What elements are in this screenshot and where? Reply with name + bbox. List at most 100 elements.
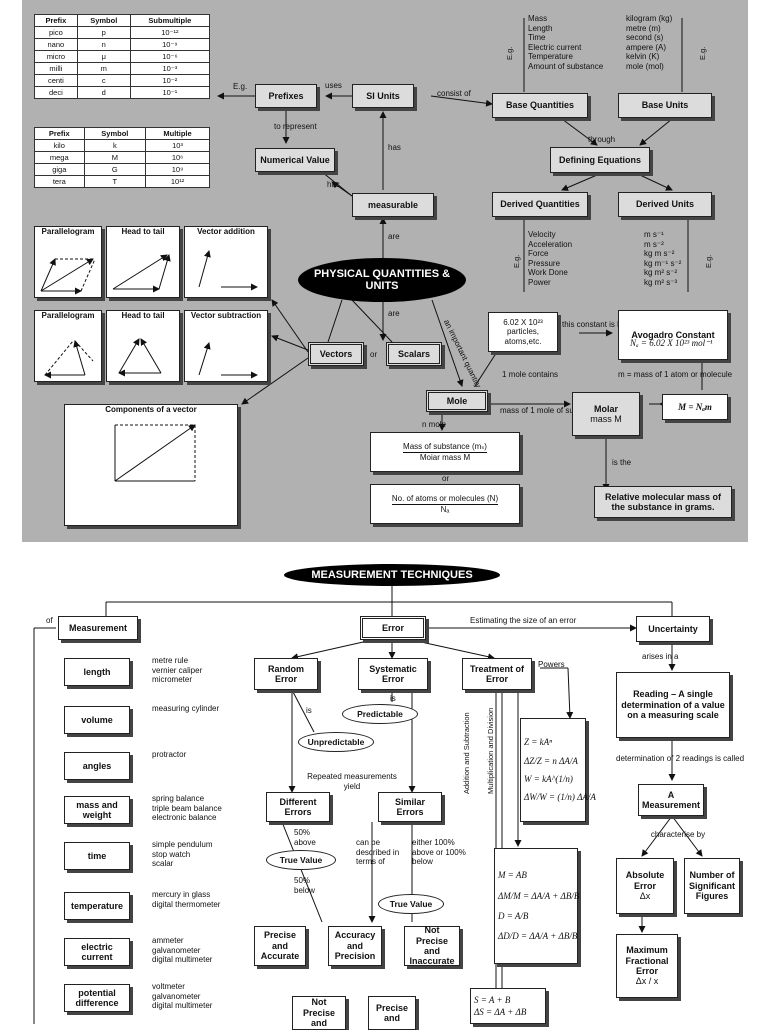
pct50-below-label: 50% below [294,876,315,895]
quantity-node[interactable]: mass and weight [64,796,130,824]
quantity-node[interactable]: electric current [64,938,130,966]
table-cell: mega [34,151,85,164]
components-label: Components of a vector [105,405,197,414]
quantity-node[interactable]: angles [64,752,130,780]
parallelogram-diagram [40,258,96,295]
systematic-error-node[interactable]: Systematic Error [358,658,428,690]
molar-eq: M = Nₐm [678,401,712,412]
scalars-node[interactable]: Scalars [386,342,442,366]
has-label-1: has [388,143,401,152]
mass-atom-label: m = mass of 1 atom or molecule [618,370,733,379]
mul-eq-1: M = AB [498,870,527,881]
base-quantities-node[interactable]: Base Quantities [492,93,588,118]
precise-accurate-node[interactable]: Precise and Accurate [254,926,306,966]
quantity-node[interactable]: potential difference [64,984,130,1012]
max-frac-label: Maximum Fractional Error [625,945,669,976]
avogadro-eq: Nₐ = 6.02 X 10²³ mol⁻¹ [630,338,713,348]
table-cell: d [76,86,131,99]
parallelogram-subtraction: Parallelogram [34,310,102,382]
derived-quantities-node[interactable]: Derived Quantities [492,192,588,217]
random-error-node[interactable]: Random Error [254,658,318,690]
table-header: Multiple [145,127,210,140]
si-units-node[interactable]: SI Units [352,84,414,108]
reading-node[interactable]: Reading – A single determination of a va… [616,672,730,738]
avogadro-value-node: 6.02 X 10²³ particles, atoms,etc. [488,312,558,352]
absolute-error-label: Absolute Error [625,870,665,891]
absolute-error-sym: Δx [639,891,651,902]
parallelogram-label: Parallelogram [41,227,95,236]
molar-node[interactable]: Molar mass M [572,392,640,436]
n-eq1-node: Mass of substance (mₛ) Moiar mass M [370,432,520,472]
consist-of-label: consist of [437,89,471,98]
table-header: Submultiple [129,14,211,27]
uncertainty-node[interactable]: Uncertainty [636,616,710,642]
measurable-node[interactable]: measurable [352,193,434,217]
max-frac-node[interactable]: Maximum Fractional Error Δx / x [616,934,678,998]
vector-addition-label: Vector addition [197,227,255,236]
avogadro-constant-node[interactable]: Avogadro Constant [618,310,728,360]
different-errors-node[interactable]: Different Errors [266,792,330,822]
not-precise-and-node[interactable]: Not Precise and [292,996,346,1030]
molar-eq-node: M = Nₐm [662,394,728,420]
powers-label: Powers [538,660,565,669]
mul-eq-2: ΔM/M = ΔA/A + ΔB/B [498,890,580,901]
n-eq1-den: Moiar mass M [419,452,471,462]
tool-item: digital multimeter [152,1001,213,1011]
unpredictable-oval: Unpredictable [298,732,374,752]
table-cell: 10⁻² [129,74,211,87]
tool-item: digital thermometer [152,899,221,909]
error-node[interactable]: Error [360,616,426,640]
eg-label: E.g. [233,82,248,91]
quantity-node[interactable]: time [64,842,130,870]
table-cell: m [76,62,131,75]
treatment-node[interactable]: Treatment of Error [462,658,532,690]
pct50-above-label: 50% above [294,828,316,847]
parallelogram-sub-label: Parallelogram [41,311,95,320]
similar-errors-node[interactable]: Similar Errors [378,792,442,822]
eg-vertical-1: E.g. [505,46,514,60]
quantity-node[interactable]: length [64,658,130,686]
measurement-node[interactable]: Measurement [58,616,138,640]
head-to-tail-sub-diagram [118,338,162,377]
table-cell: 10⁻¹ [129,86,211,99]
base-units-node[interactable]: Base Units [618,93,712,118]
tool-item: triple beam balance [152,803,222,813]
absolute-error-node[interactable]: Absolute Error Δx [616,858,674,914]
numerical-value-node[interactable]: Numerical Value [255,148,335,172]
are-label-1: are [388,232,400,241]
mole-node[interactable]: Mole [426,390,488,412]
tool-item: digital multimeter [152,955,213,965]
vector-addition-box: Vector addition [184,226,268,298]
relative-mass-node[interactable]: Relative molecular mass of the substance… [594,486,732,518]
not-precise-inaccurate-node[interactable]: Not Precise and Inaccurate [404,925,460,966]
head-to-tail-label: Head to tail [121,227,165,236]
prefixes-node[interactable]: Prefixes [255,84,317,108]
vector-subtraction-box: Vector subtraction [184,310,268,382]
precise-and-node[interactable]: Precise and [368,996,416,1030]
table-cell: 10³ [145,139,210,152]
arises-in-label: arises in a [642,652,679,661]
sig-figs-node[interactable]: Number of Significant Figures [684,858,740,914]
derived-units-node[interactable]: Derived Units [618,192,712,217]
a-measurement-node[interactable]: A Measurement [638,784,704,816]
table-cell: milli [34,62,78,75]
either-label: either 100% above or 100% below [412,838,466,867]
tool-item: spring balance [152,794,205,803]
defining-equations-node[interactable]: Defining Equations [550,147,650,173]
accuracy-precision-node[interactable]: Accuracy and Precision [328,926,382,966]
tool-item: simple pendulum [152,840,213,849]
vector-subtraction-diagram [198,342,258,379]
quantity-node[interactable]: volume [64,706,130,734]
uses-label: uses [325,81,342,90]
vectors-node[interactable]: Vectors [308,342,364,366]
quantity-node[interactable]: temperature [64,892,130,920]
